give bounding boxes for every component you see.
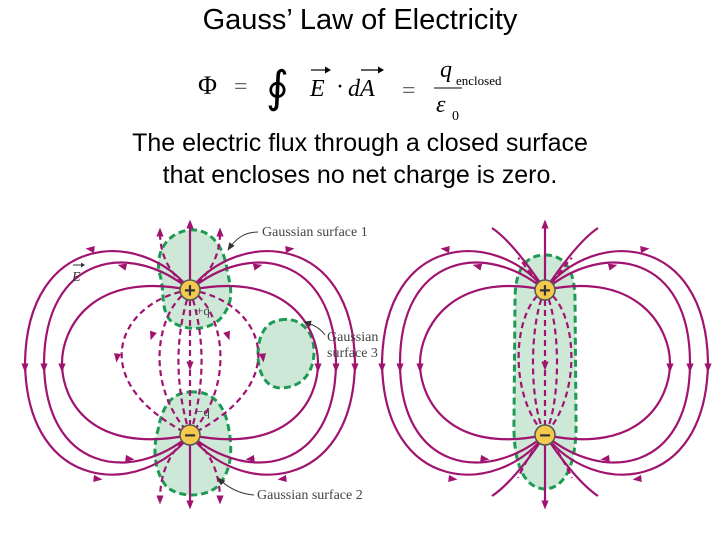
gauss-law-formula: Φ = ∮ E · dA = q enclosed ε 0 [198,57,502,124]
svg-text:+: + [539,280,551,302]
gaussian-surface-3 [256,317,316,390]
equals-sign-1: = [234,74,248,100]
positive-charge-right: + [534,279,556,302]
statement-line-1: The electric flux through a closed surfa… [132,129,588,157]
surface-1-label: Gaussian surface 1 [262,225,368,240]
gaussian-surface-1 [157,228,233,330]
enclosed-subscript: enclosed [456,73,502,88]
surface-3-pointer [303,320,326,336]
page-title: Gauss’ Law of Electricity [202,4,518,36]
surface-2-pointer [217,477,255,496]
permittivity-subscript: 0 [452,109,459,124]
field-lines-outer-left [23,222,357,505]
dot-product-sign: · [336,74,344,100]
svg-text:+: + [184,280,196,302]
svg-text:−: − [539,425,551,447]
negative-charge-label: −q [196,404,210,419]
negative-charge-right: − [534,424,556,447]
statement-line-2: that encloses no net charge is zero. [162,161,558,189]
surface-3-label-line2: surface 3 [327,346,378,361]
dipole-field-diagram: + +q − −q E Gaussian surface 1 Gaussian … [21,219,712,510]
surface-2-label: Gaussian surface 2 [257,488,363,503]
closed-integral-sign: ∮ [266,63,289,112]
electric-field-vector: E [309,76,325,102]
field-label: E [71,262,85,285]
equals-sign-2: = [402,78,416,104]
positive-charge-left: + [179,279,201,302]
surface-1-pointer [227,231,259,251]
svg-text:E: E [71,270,81,285]
area-element-vector: dA [348,76,375,102]
svg-text:−: − [184,425,196,447]
enclosed-charge-symbol: q [440,57,452,83]
surface-3-label-line1: Gaussian [327,330,378,345]
field-lines-inner-left [120,231,260,501]
positive-charge-label: +q [196,303,210,318]
permittivity-symbol: ε [436,92,446,118]
gauss-law-statement: The electric flux through a closed surfa… [0,127,720,191]
negative-charge-left: − [179,424,201,447]
flux-symbol: Φ [198,71,217,100]
